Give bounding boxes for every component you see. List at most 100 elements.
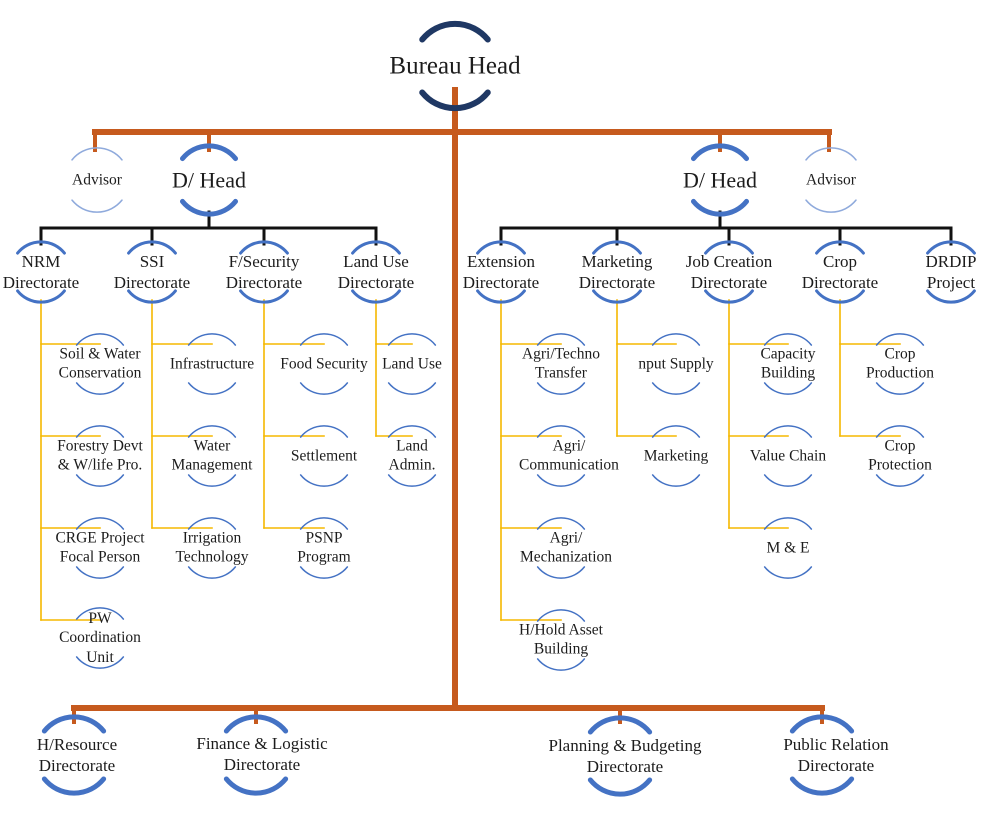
lu-directorate-ring-top [351, 240, 401, 255]
hr-directorate: H/Resource Directorate [36, 734, 118, 775]
mkt-directorate-ring-top [592, 240, 642, 255]
job-child-ring-2-top [763, 517, 813, 530]
fs-child-ring-1-top [299, 425, 349, 438]
job-child-ring-0-top [763, 333, 813, 346]
job-child-ring-1-bottom [763, 474, 813, 487]
left-dhead-ring-top [179, 143, 239, 162]
pr-bottom-ring-top [789, 714, 855, 734]
extension-directorate: Extension Directorate [462, 251, 540, 292]
right-advisor: Advisor [806, 171, 856, 189]
ext-directorate-ring-bottom [476, 289, 526, 304]
right-dhead-ring-bottom [690, 198, 750, 217]
nrm-child-1: Soil & Water Conservation [58, 345, 142, 382]
mkt-child-2: Marketing [643, 447, 709, 465]
nrm-child-ring-0-bottom [75, 382, 125, 395]
right-advisor-ring-top [805, 147, 857, 161]
ext-child-3: Agri/ Mechanization [519, 529, 613, 566]
ext-child-1: Agri/Techno Transfer [521, 345, 601, 382]
fs-child-ring-2-bottom [299, 566, 349, 579]
hr-bottom-ring-top [41, 714, 107, 734]
nrm-child-ring-1-bottom [75, 474, 125, 487]
fs-child-ring-0-top [299, 333, 349, 346]
lu-child-1: Land Use [382, 355, 442, 373]
nrm-directorate-ring-bottom [16, 289, 66, 304]
ext-child-2: Agri/ Communication [519, 437, 619, 474]
nrm-child-ring-3-bottom [75, 656, 125, 669]
ext-child-ring-3-top [536, 609, 586, 622]
fs-child-ring-0-bottom [299, 382, 349, 395]
crop-child-ring-1-top [875, 425, 925, 438]
crop-child-ring-1-bottom [875, 474, 925, 487]
left-dhead-ring-bottom [179, 198, 239, 217]
ssi-child-3: Irrigation Technology [175, 529, 249, 566]
crop-child-1: Crop Production [865, 345, 935, 382]
ssi-directorate-ring-bottom [127, 289, 177, 304]
ssi-child-ring-0-top [187, 333, 237, 346]
finance-bottom-ring-bottom [223, 776, 289, 796]
crop-child-ring-0-top [875, 333, 925, 346]
job-directorate-ring-top [704, 240, 754, 255]
mkt-child-1: nput Supply [638, 355, 714, 373]
fs-directorate-ring-top [239, 240, 289, 255]
job-child-1: Capacity Building [760, 345, 816, 382]
ssi-child-ring-0-bottom [187, 382, 237, 395]
land-use-directorate: Land Use Directorate [337, 251, 415, 292]
lu-child-2: Land Admin. [388, 437, 436, 474]
nrm-directorate-ring-top [16, 240, 66, 255]
crop-child-ring-0-bottom [875, 382, 925, 395]
fs-directorate-ring-bottom [239, 289, 289, 304]
finance-logistic-directorate: Finance & Logistic Directorate [196, 733, 328, 774]
drdip-project: DRDIP Project [925, 251, 977, 292]
ext-child-4: H/Hold Asset Building [519, 621, 603, 658]
nrm-child-ring-3-top [75, 607, 125, 620]
nrm-child-ring-2-bottom [75, 566, 125, 579]
nrm-child-3: CRGE Project Focal Person [55, 529, 145, 566]
left-deputy-head: D/ Head [172, 167, 246, 193]
pr-bottom-ring-bottom [789, 776, 855, 796]
left-advisor: Advisor [72, 171, 122, 189]
lu-child-ring-0-bottom [387, 382, 437, 395]
job-child-ring-0-bottom [763, 382, 813, 395]
marketing-directorate: Marketing Directorate [578, 251, 656, 292]
drdip-directorate-ring-top [926, 240, 976, 255]
ssi-directorate: SSI Directorate [113, 251, 191, 292]
nrm-child-2: Forestry Devt & W/life Pro. [57, 437, 143, 474]
ext-child-ring-1-bottom [536, 474, 586, 487]
ssi-child-ring-1-bottom [187, 474, 237, 487]
bureau-head-ring-bottom [419, 89, 491, 112]
fs-child-ring-2-top [299, 517, 349, 530]
job-child-2: Value Chain [749, 447, 827, 465]
nrm-child-4: PW Coordination Unit [59, 609, 141, 666]
right-deputy-head: D/ Head [683, 167, 757, 193]
bureau-head-ring-top [419, 20, 491, 43]
right-dhead-ring-top [690, 143, 750, 162]
nrm-child-ring-0-top [75, 333, 125, 346]
job-directorate-ring-bottom [704, 289, 754, 304]
fs-child-ring-1-bottom [299, 474, 349, 487]
ssi-child-ring-2-bottom [187, 566, 237, 579]
lu-child-ring-1-bottom [387, 474, 437, 487]
drdip-directorate-ring-bottom [926, 289, 976, 304]
public-relation-directorate: Public Relation Directorate [783, 734, 889, 775]
mkt-child-ring-1-top [651, 425, 701, 438]
crop-directorate-ring-top [815, 240, 865, 255]
ssi-child-ring-1-top [187, 425, 237, 438]
planning-bottom-ring-bottom [587, 777, 653, 797]
ssi-directorate-ring-top [127, 240, 177, 255]
ext-child-ring-1-top [536, 425, 586, 438]
nrm-child-ring-1-top [75, 425, 125, 438]
hr-bottom-ring-bottom [41, 776, 107, 796]
ssi-child-1: Infrastructure [169, 355, 255, 373]
job-creation-directorate: Job Creation Directorate [685, 251, 773, 292]
job-child-ring-1-top [763, 425, 813, 438]
ext-child-ring-0-bottom [536, 382, 586, 395]
lu-child-ring-1-top [387, 425, 437, 438]
job-child-ring-2-bottom [763, 566, 813, 579]
ext-child-ring-2-bottom [536, 566, 586, 579]
planning-budgeting-directorate: Planning & Budgeting Directorate [548, 735, 702, 776]
nrm-directorate: NRM Directorate [2, 251, 80, 292]
nrm-child-ring-2-top [75, 517, 125, 530]
job-child-3: M & E [766, 539, 810, 557]
lu-child-ring-0-top [387, 333, 437, 346]
